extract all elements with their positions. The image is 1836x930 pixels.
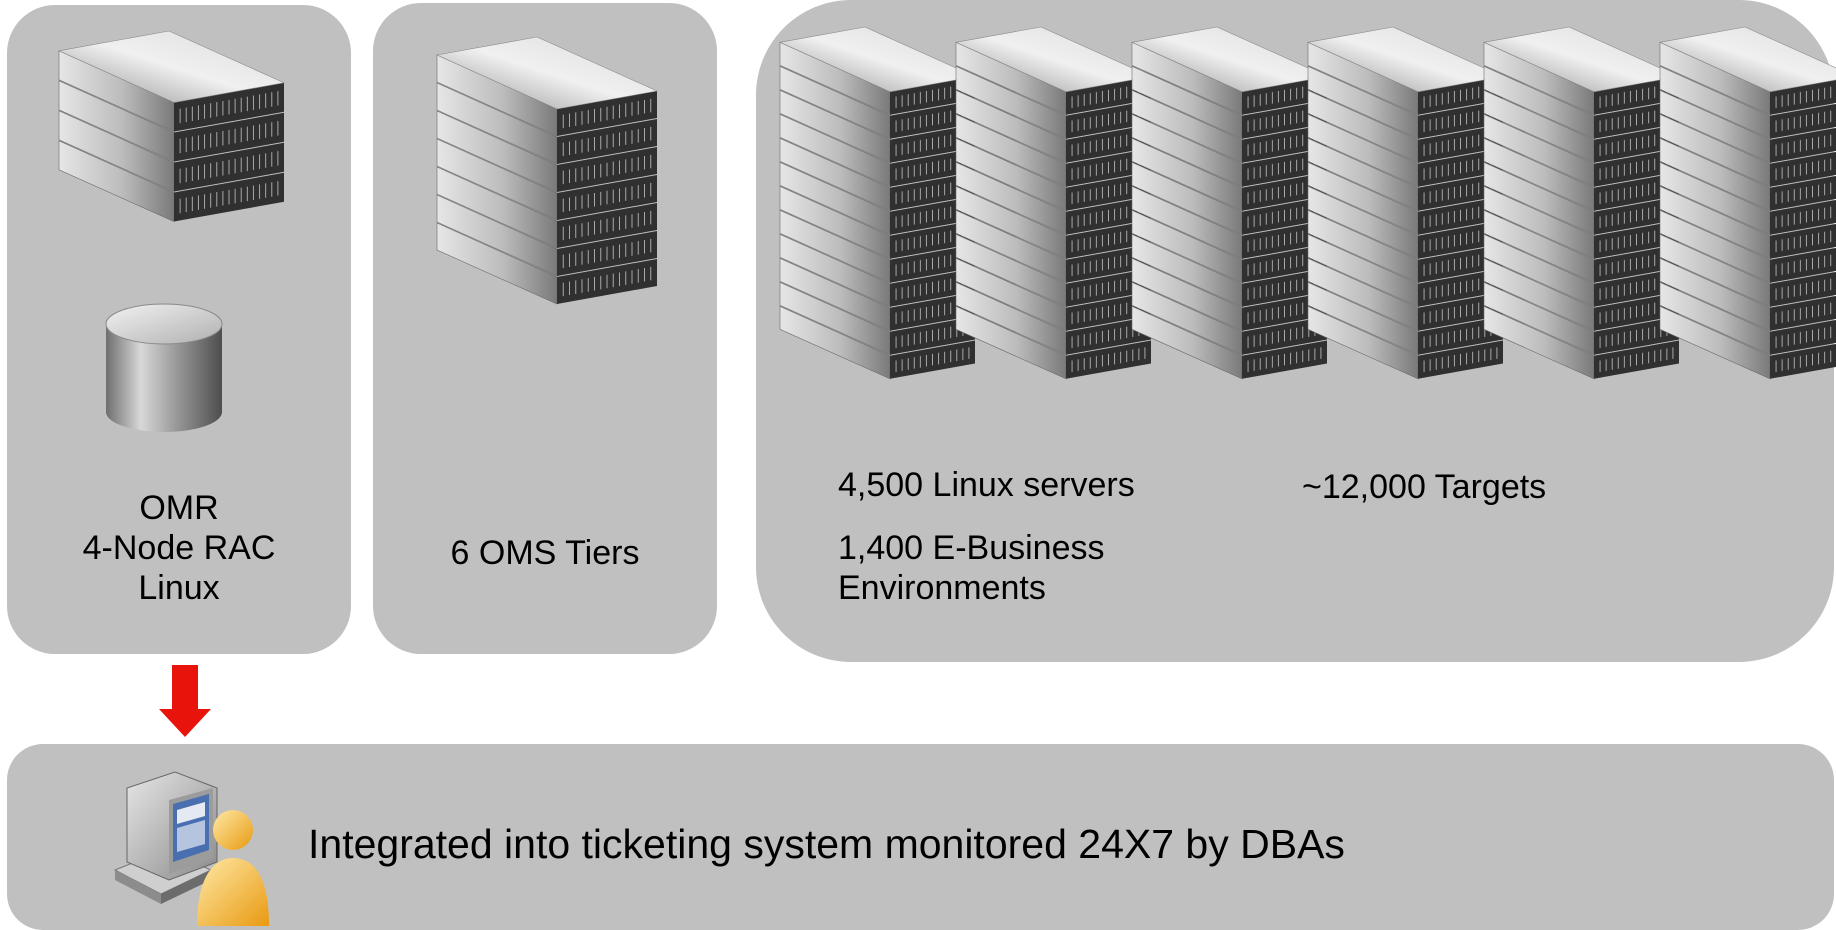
ebs-environments-count: 1,400 E-Business Environments — [838, 528, 1105, 608]
omr-server-unit-stack — [57, 30, 286, 223]
database-cylinder-icon — [105, 303, 223, 432]
oms-server-unit-stack — [435, 36, 659, 305]
target-server-racks-icon — [778, 26, 1836, 380]
omr-server-stack-icon — [57, 30, 286, 223]
omr-node-count: 4-Node RAC — [82, 529, 276, 567]
target-rack-column — [1306, 26, 1505, 380]
omr-os: Linux — [138, 569, 220, 607]
omr-title: OMR — [139, 489, 219, 527]
monitoring-workstation-icon — [113, 771, 269, 926]
target-rack-column — [1130, 26, 1329, 380]
target-rack-column — [1658, 26, 1836, 380]
target-rack-column — [954, 26, 1153, 380]
ebs-line-2: Environments — [838, 569, 1046, 607]
red-arrow-down-icon — [159, 665, 211, 737]
ebs-line-1: 1,400 E-Business — [838, 529, 1105, 567]
omr-label: OMR 4-Node RAC Linux — [7, 488, 351, 608]
targets-count: ~12,000 Targets — [1302, 468, 1547, 506]
linux-servers-count: 4,500 Linux servers — [838, 466, 1135, 504]
ticketing-panel — [7, 744, 1834, 930]
target-rack-column — [1482, 26, 1681, 380]
target-rack-column — [778, 26, 977, 380]
oms-server-stack-icon — [435, 36, 659, 305]
oms-tiers-label: 6 OMS Tiers — [450, 534, 640, 572]
ticketing-label: Integrated into ticketing system monitor… — [308, 821, 1345, 867]
